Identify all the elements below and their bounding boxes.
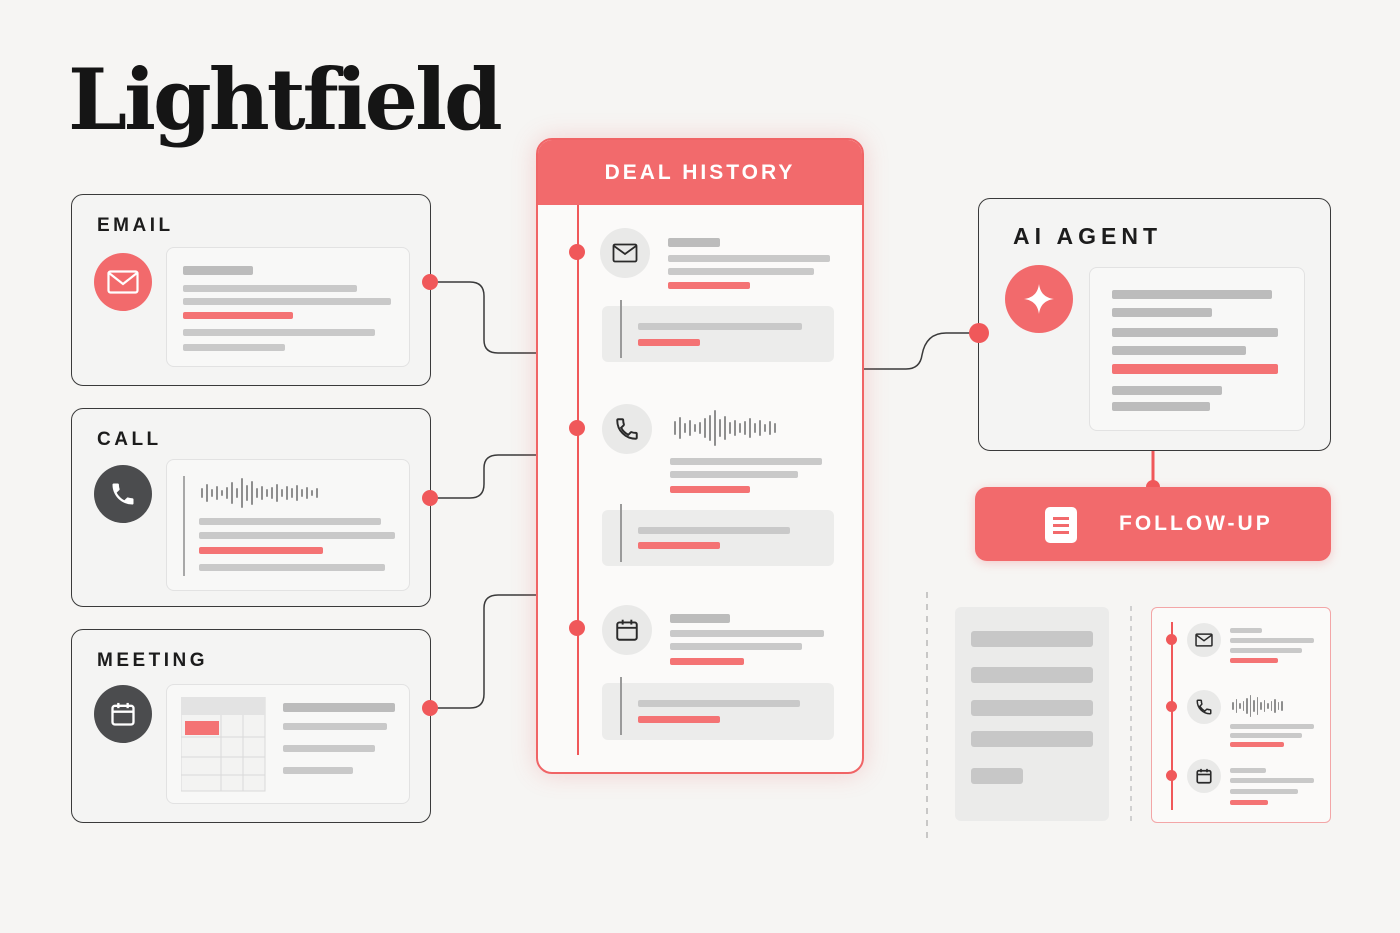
- timeline-email-icon: [600, 228, 650, 278]
- call-icon-circle: [94, 465, 152, 523]
- email-preview: [166, 247, 410, 367]
- mail-icon: [612, 243, 638, 263]
- agent-output-preview: [1089, 267, 1305, 431]
- ai-agent-label: AI AGENT: [1013, 223, 1163, 249]
- meeting-preview: [166, 684, 410, 804]
- deal-history-panel[interactable]: DEAL HISTORY: [536, 138, 864, 774]
- calendar-icon: [111, 702, 135, 726]
- timeline-call-note: [602, 504, 834, 566]
- call-source-card[interactable]: CALL: [71, 408, 431, 607]
- meeting-connector-dot: [422, 700, 438, 716]
- mail-icon: [1195, 633, 1213, 647]
- timeline-meeting-note: [602, 677, 834, 740]
- agent-connector-dot: [969, 323, 989, 343]
- document-icon: [1045, 507, 1077, 543]
- meeting-icon-circle: [94, 685, 152, 743]
- email-icon-circle: [94, 253, 152, 311]
- sparkle-icon: [1024, 284, 1054, 314]
- timeline-dot-call: [569, 420, 585, 436]
- brand-logo: Lightfield: [68, 50, 503, 149]
- meeting-label: MEETING: [97, 650, 209, 671]
- call-waveform: [201, 476, 318, 510]
- calendar-icon: [616, 619, 638, 641]
- call-connector-dot: [422, 490, 438, 506]
- timeline-call-waveform: [674, 408, 776, 448]
- deal-history-title: DEAL HISTORY: [538, 140, 862, 205]
- timeline-dot-email: [569, 244, 585, 260]
- phone-icon: [1196, 699, 1212, 715]
- ai-agent-card[interactable]: AI AGENT: [978, 198, 1331, 451]
- email-source-card[interactable]: EMAIL: [71, 194, 431, 386]
- timeline-dot-meeting: [569, 620, 585, 636]
- timeline-email-note: [602, 300, 834, 362]
- agent-icon-circle: [1005, 265, 1073, 333]
- calendar-icon: [1196, 768, 1212, 784]
- timeline-line: [577, 205, 579, 755]
- mail-icon: [107, 270, 139, 294]
- calendar-grid: [181, 697, 266, 792]
- email-label: EMAIL: [97, 215, 174, 236]
- call-label: CALL: [97, 429, 162, 450]
- mini-list-panel: [955, 607, 1109, 821]
- meeting-source-card[interactable]: MEETING: [71, 629, 431, 823]
- email-connector-dot: [422, 274, 438, 290]
- mini-timeline-panel: [1151, 607, 1331, 823]
- follow-up-button[interactable]: FOLLOW-UP: [975, 487, 1331, 561]
- follow-up-label: FOLLOW-UP: [1119, 512, 1273, 535]
- phone-icon: [616, 418, 638, 440]
- call-preview: [166, 459, 410, 591]
- phone-icon: [112, 483, 134, 505]
- timeline-call-icon: [602, 404, 652, 454]
- timeline-meeting-icon: [602, 605, 652, 655]
